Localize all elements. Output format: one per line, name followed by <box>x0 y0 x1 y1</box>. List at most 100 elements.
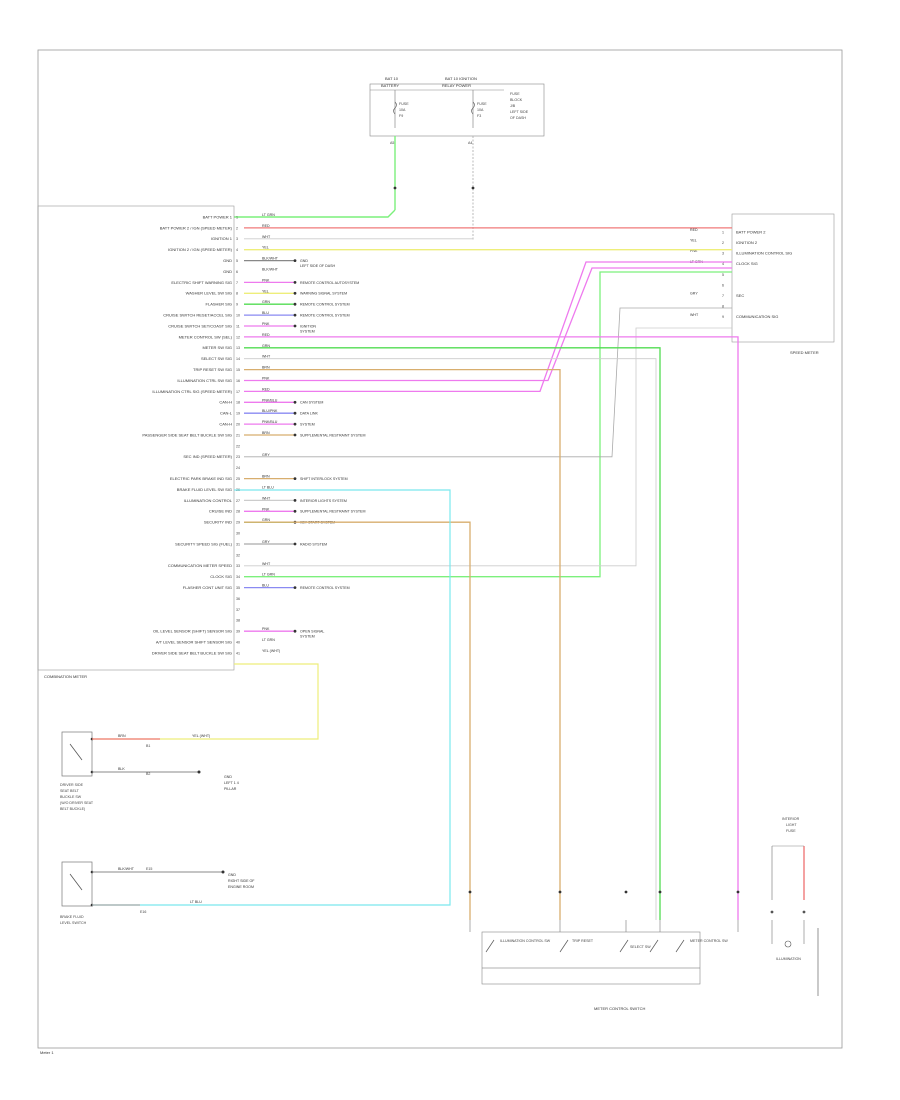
meter-pin-number: 30 <box>236 532 240 536</box>
meter-control-switch-name: METER CONTROL SWITCH <box>594 1006 646 1011</box>
fuse-left-connector-dot <box>393 186 397 190</box>
combination-meter-box <box>37 205 235 671</box>
connector-dot-icon <box>293 542 297 546</box>
meter-pin-number: 15 <box>236 368 240 372</box>
mcs-part-illumination: ILLUMINATION CONTROL SW <box>500 939 551 943</box>
fuse-note-5: OF DASH <box>510 116 526 120</box>
destination-label: RADIO SYSTEM <box>300 542 327 546</box>
meter-pin-label: COMMUNICATION METER SPEED <box>168 563 232 568</box>
mcs-part-select: SELECT SW <box>630 945 651 949</box>
destination-label: REMOTE CONTROL SYSTEM <box>300 303 350 307</box>
meter-pin-number: 21 <box>236 433 240 437</box>
meter-pin-number: 10 <box>236 314 240 318</box>
meter-pin-number: 18 <box>236 401 240 405</box>
meter-pin-label: SECURITY SPEED SIG (FUEL) <box>175 541 232 546</box>
outer-frame <box>37 49 843 1049</box>
meter-pin-wire-label: BRN <box>262 431 270 435</box>
meter-pin-number: 25 <box>236 477 240 481</box>
meter-pin-wire-label: WHT <box>262 355 271 359</box>
meter-pin-label: ILLUMINATION CTRL SW SIG <box>177 378 232 383</box>
meter-pin-number: 36 <box>236 597 240 601</box>
driver-switch-name-2: SEAT BELT <box>60 789 80 793</box>
speed-meter-pin-number: 6 <box>722 283 724 287</box>
meter-pin-label: CAN-L <box>220 411 233 416</box>
mcs-part-meter-control: METER CONTROL SW <box>690 939 728 943</box>
meter-pin-wire-label: PNK <box>262 507 270 511</box>
meter-pin-label: FLASHER SIG <box>206 302 232 307</box>
footer-caption: Meter 1 <box>40 1050 54 1055</box>
speed-meter-pin-label: CLOCK SIG <box>736 261 758 266</box>
meter-pin-wire-label: RED <box>262 387 270 391</box>
connector-dot-icon <box>293 302 297 306</box>
meter-pin-label: CLOCK SIG <box>210 574 232 579</box>
connector-dot-icon <box>293 629 297 633</box>
long-wire <box>244 261 732 393</box>
speed-meter-pin-number: 2 <box>722 241 724 245</box>
meter-pin-wire-label: YEL <box>262 246 269 250</box>
meter-pin-number: 3 <box>236 237 238 241</box>
speed-meter-pin-label: ILLUMINATION CONTROL SIG <box>736 251 792 256</box>
meter-pin-number: 32 <box>236 553 240 557</box>
fuse-right-title-1: BAT 10 IGNITION <box>445 76 477 81</box>
destination-label: GND <box>300 259 308 263</box>
long-wire <box>244 347 661 920</box>
meter-pin-wire-label: YEL <box>262 289 269 293</box>
meter-pin-number: 1 <box>236 215 238 219</box>
meter-pin-number: 37 <box>236 608 240 612</box>
brake-switch-body <box>61 861 93 907</box>
brake-switch-ground-icon <box>221 870 225 874</box>
combination-meter-name: COMBINATION METER <box>44 674 87 679</box>
meter-pin-label: TRIP RESET SW SIG <box>193 367 232 372</box>
connector-dot-icon <box>293 259 297 262</box>
driver-switch-ground-icon <box>197 770 201 774</box>
connector-dot-icon <box>624 890 628 894</box>
meter-pin-number: 4 <box>236 248 238 252</box>
meter-pin-wire-label: YEL (WHT) <box>262 649 280 653</box>
illumination-label: ILLUMINATION <box>776 957 801 961</box>
meter-pin-wire-label: PNK/BLU <box>262 398 278 402</box>
destination-label: REMOTE CONTROL SYSTEM <box>300 314 350 318</box>
connector-dot-icon <box>468 890 472 894</box>
meter-pin-wire-label: RED <box>262 333 270 337</box>
meter-pin-label: ELECTRIC PARK BRAKE IND SIG <box>170 476 232 481</box>
destination-label: LEFT SIDE OF DASH <box>300 264 335 268</box>
meter-pin-wire-label: WHT <box>262 496 271 500</box>
driver-switch-name-1: DRIVER SIDE <box>60 783 84 787</box>
meter-pin-wire-label: GRY <box>262 453 270 457</box>
meter-pin-label: GND <box>223 258 232 263</box>
speed-meter-pin-number: 8 <box>722 305 724 309</box>
driver-switch-name-3: BUCKLE SW <box>60 795 82 799</box>
meter-pin-label: BATT POWER 2 / IGN (SPEED METER) <box>160 225 233 230</box>
meter-pin-wire-label: GRY <box>262 540 270 544</box>
fuse-right-title-2: RELAY POWER <box>442 83 471 88</box>
fuse-left-element-icon <box>393 101 397 115</box>
meter-pin-label: ILLUMINATION CONTROL <box>184 498 233 503</box>
speed-meter-wire-label: YEL <box>690 239 697 243</box>
meter-pin-number: 17 <box>236 390 240 394</box>
meter-pin-label: A/T LEVEL SENSOR SHIFT SENSOR SIG <box>156 640 232 645</box>
meter-pin-wire-label: RED <box>262 224 270 228</box>
meter-pin-number: 27 <box>236 499 240 503</box>
fuse-right-connector-dot <box>471 186 475 190</box>
mcs-sw-1-icon <box>485 939 495 953</box>
illumination-connector-right-icon <box>802 910 806 914</box>
mcs-sw-2-icon <box>559 939 569 953</box>
driver-switch-pin-a: B1 <box>146 744 150 748</box>
meter-pin-number: 7 <box>236 281 238 285</box>
brake-switch-top-wire-label: BLK/WHT <box>118 867 135 871</box>
meter-pin-wire-label: BLK/WHT <box>262 268 279 272</box>
meter-pin-label: SELECT SW SIG <box>201 356 232 361</box>
speed-meter-pin-number: 7 <box>722 294 724 298</box>
meter-pin-wire-label: LT GRN <box>262 573 275 577</box>
destination-label: SUPPLEMENTAL RESTRAINT SYSTEM <box>300 510 365 514</box>
speed-meter-wire-label: WHT <box>690 313 699 317</box>
fuse-left-title-2: BATTERY <box>381 83 399 88</box>
meter-pin-wire-label: WHT <box>262 562 271 566</box>
driver-switch-gnd-1: GND <box>224 775 232 779</box>
driver-switch-gnd-3: PILLAR <box>224 787 237 791</box>
brake-switch-pin-a: E15 <box>146 867 152 871</box>
connector-dot-icon <box>293 324 297 328</box>
